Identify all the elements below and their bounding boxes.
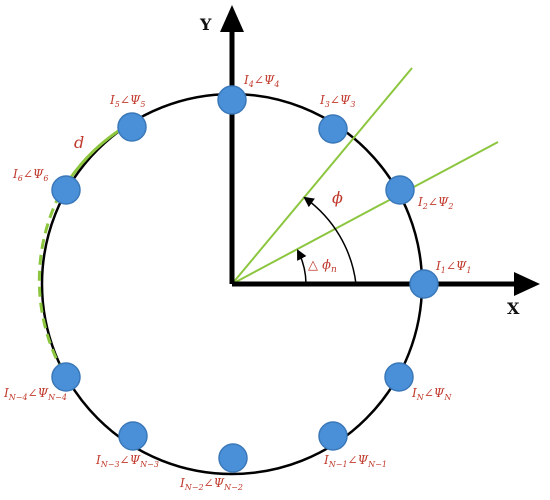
x-axis-arrowhead [514, 272, 540, 296]
phi-arc [303, 196, 357, 285]
phi-label: ϕ [332, 188, 343, 207]
element-label-IN: IN∠ΨN [411, 386, 452, 402]
element-label-I6: I6∠Ψ6 [12, 167, 49, 183]
element-label-IN-2: IN−2∠ΨN−2 [179, 476, 243, 492]
element-label-IN-1: IN−1∠ΨN−1 [323, 453, 387, 469]
delta-phi-sub: n [331, 265, 337, 275]
delta-phi-arc [297, 249, 307, 285]
element-label-I5: I5∠Ψ5 [109, 93, 146, 109]
ray-phi [231, 67, 413, 285]
array-element-I3 [318, 114, 348, 144]
array-element-IN [384, 362, 414, 392]
element-label-I4: I4∠Ψ4 [243, 73, 280, 89]
array-element-IN-1 [318, 421, 348, 451]
element-label-I2: I2∠Ψ2 [417, 195, 454, 211]
element-label-I1: I1∠Ψ1 [435, 259, 472, 275]
array-element-I4 [217, 85, 247, 115]
arc-d-label: d [74, 133, 84, 152]
x-axis-label: X [507, 299, 520, 318]
delta-phi-text: △ ϕ [308, 258, 331, 273]
array-element-I6 [51, 175, 81, 205]
array-element-IN-4 [51, 362, 81, 392]
array-element-I2 [385, 175, 415, 205]
y-axis-arrowhead [220, 5, 244, 32]
array-element-I5 [117, 112, 147, 142]
delta-phi-label: △ ϕn [308, 258, 337, 275]
element-label-IN-4: IN−4∠ΨN−4 [3, 386, 67, 402]
array-element-IN-2 [218, 443, 248, 473]
ray-delta-phi [231, 141, 499, 285]
array-element-IN-3 [118, 421, 148, 451]
array-elements: I1∠Ψ1I2∠Ψ2I3∠Ψ3I4∠Ψ4I5∠Ψ5I6∠Ψ6IN−4∠ΨN−4I… [3, 73, 472, 492]
arc-d-dashed [37, 193, 65, 373]
y-axis-label: Y [199, 15, 212, 34]
element-label-I3: I3∠Ψ3 [319, 93, 356, 109]
array-element-I1 [409, 269, 439, 299]
element-label-IN-3: IN−3∠ΨN−3 [95, 453, 159, 469]
